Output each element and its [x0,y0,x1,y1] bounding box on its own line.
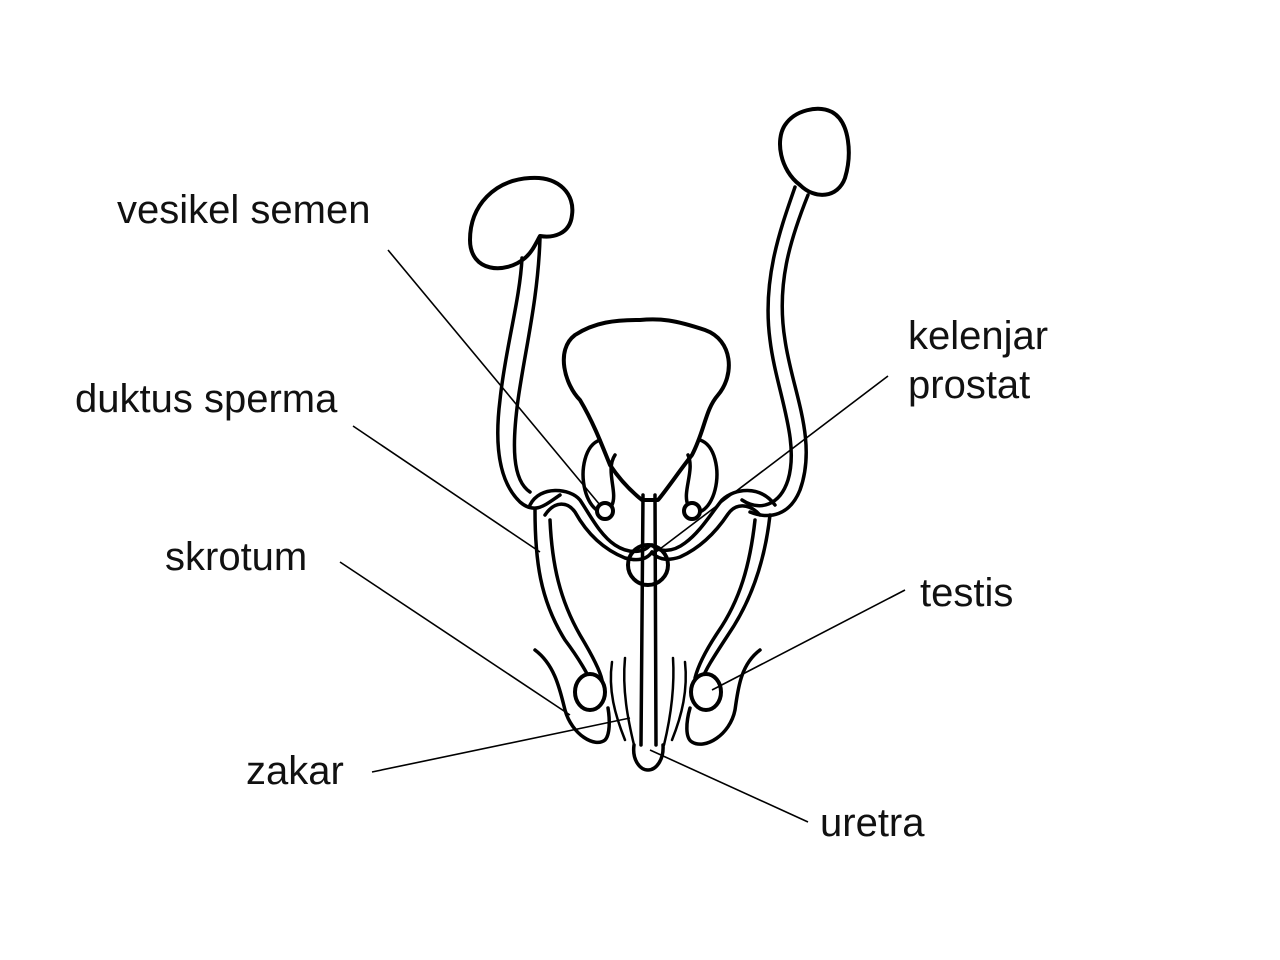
left-lower-duct-outer [533,508,592,682]
leader-uretra [649,749,809,823]
right-lower-duct-outer [700,513,772,682]
label-duktus-sperma: duktus sperma [75,377,338,421]
left-lower-duct-inner [548,518,604,682]
right-seminal-loop [684,438,719,514]
left-vesicle-bulb [595,501,615,521]
label-skrotum: skrotum [165,535,307,579]
left-long-duct-inner [512,236,542,494]
leader-skrotum [339,561,571,716]
scrotum-right-outline [685,648,762,746]
right-lower-duct-inner [693,518,757,680]
label-prostat: prostat [908,363,1030,407]
left-kidney-shape [468,175,575,271]
label-vesikel-semen: vesikel semen [117,188,370,232]
label-zakar: zakar [246,749,344,793]
right-kidney-shape [778,106,851,197]
prostate-gland [626,543,670,587]
left-testis [573,672,607,712]
right-sperm-duct-loop [650,488,777,553]
right-vesicle-bulb [682,501,702,521]
right-sperm-duct-loop-inner [650,504,762,561]
right-long-duct-inner [748,193,810,518]
label-uretra: uretra [820,801,925,845]
penis-fold-right-1 [670,660,687,742]
leader-vesikel-semen [387,249,601,506]
scrotum-left-outline [533,648,611,745]
label-kelenjar: kelenjar [908,314,1048,358]
right-long-duct-outer [740,185,797,508]
penis-fold-right-2 [662,656,675,747]
leader-duktus-sperma [352,425,541,553]
urethra-right-wall [653,493,658,747]
right-testis [689,672,723,712]
leader-testis [711,589,906,691]
label-testis: testis [920,571,1013,615]
left-long-duct-outer [496,256,562,510]
leader-zakar [371,717,631,773]
urethra-left-wall [639,493,645,747]
penis-fold-left-2 [622,656,636,747]
penis-tip [631,743,665,772]
leader-kelenjar-prostat [651,375,889,556]
bladder-shape [561,317,731,502]
penis-fold-left-1 [609,660,627,742]
